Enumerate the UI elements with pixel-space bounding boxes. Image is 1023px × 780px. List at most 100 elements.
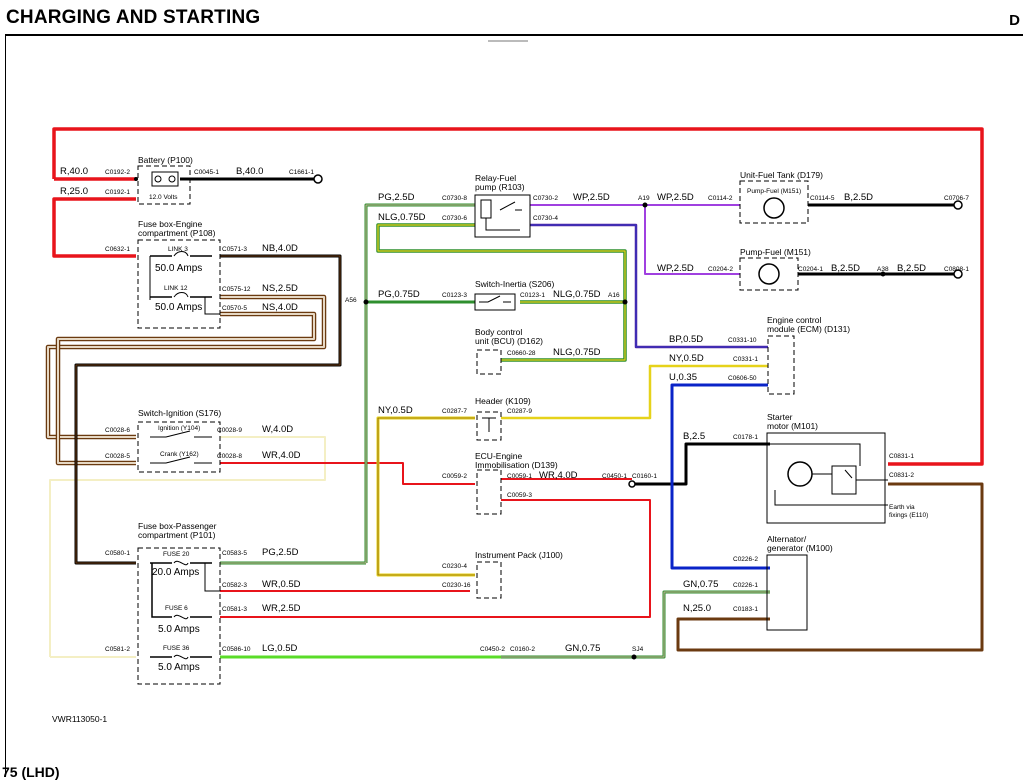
wl-ny05-hdr: NY,0.5D bbox=[378, 405, 413, 416]
fusebox-pass-name-1: Fuse box-Passenger bbox=[138, 521, 217, 531]
conn-c0192-1: C0192-1 bbox=[105, 189, 130, 196]
wire-nlg075-relay-y bbox=[377, 224, 626, 303]
wire-ny05-hdr bbox=[376, 416, 475, 577]
wl-nlg075-relay: NLG,0.75D bbox=[378, 212, 426, 223]
wl-pg25-relay: PG,2.5D bbox=[378, 192, 415, 203]
conn-c0583-5: C0583-5 bbox=[222, 550, 247, 557]
conn-c0114-5: C0114-5 bbox=[810, 195, 835, 202]
pump-fuel-name: Pump-Fuel (M151) bbox=[740, 247, 811, 257]
wire-nlg075-bcu-y bbox=[501, 302, 626, 361]
ecu-immob-name-1: ECU-Engine bbox=[475, 451, 523, 461]
instrument-pack-name: Instrument Pack (J100) bbox=[475, 550, 563, 560]
wl-pg25-fb: PG,2.5D bbox=[262, 547, 299, 558]
wire-red-outer bbox=[52, 127, 984, 466]
relay-name-2: pump (R103) bbox=[475, 182, 525, 192]
conn-c0160-2: C0160-2 bbox=[510, 646, 535, 653]
conn-c0582-3: C0582-3 bbox=[222, 582, 247, 589]
conn-c0581-2: C0581-2 bbox=[105, 646, 130, 653]
wl-b40: B,40.0 bbox=[236, 166, 263, 177]
conn-c0570-5: C0570-5 bbox=[222, 305, 247, 312]
wl-wp25-b: WP,2.5D bbox=[657, 192, 694, 203]
fusebox-engine-name-2: compartment (P108) bbox=[138, 228, 216, 238]
wl-n25: N,25.0 bbox=[683, 603, 711, 614]
terminal-rings bbox=[313, 174, 963, 488]
starter-earth-1: Earth via bbox=[889, 504, 915, 511]
battery-block: Battery (P100) 12.0 Volts bbox=[137, 155, 193, 205]
wl-wr05: WR,0.5D bbox=[262, 579, 301, 590]
wl-wr4-ecu: WR,4.0D bbox=[539, 470, 578, 481]
page-header: CHARGING AND STARTING D bbox=[0, 0, 1023, 42]
conn-a16: A16 bbox=[608, 292, 620, 299]
conn-c0059-3: C0059-3 bbox=[507, 492, 532, 499]
starter-earth-2: fixings (E110) bbox=[889, 512, 928, 519]
conn-a56: A56 bbox=[345, 297, 357, 304]
conn-c0114-2: C0114-2 bbox=[708, 195, 733, 202]
conn-c0706-7: C0706-7 bbox=[944, 195, 969, 202]
wire-nb4-brown bbox=[75, 255, 341, 564]
relay-fuel-block: Relay-Fuel pump (R103) bbox=[474, 173, 531, 238]
fuel-tank-block: Unit-Fuel Tank (D179) Pump-Fuel (M151) bbox=[739, 170, 823, 224]
wl-b25-st: B,2.5 bbox=[683, 431, 705, 442]
wl-nb4: NB,4.0D bbox=[262, 243, 298, 254]
conn-c0123-1: C0123-1 bbox=[520, 292, 545, 299]
conn-c0028-6: C0028-6 bbox=[105, 427, 130, 434]
page-footer: 75 (LHD) bbox=[2, 764, 60, 780]
conn-c0160-1: C0160-1 bbox=[632, 473, 657, 480]
wl-lg05: LG,0.5D bbox=[262, 643, 298, 654]
conn-c0045-1: C0045-1 bbox=[194, 169, 219, 176]
conn-c0606-50: C0606-50 bbox=[728, 375, 757, 382]
wire-r25 bbox=[52, 197, 136, 258]
conn-c0331-10: C0331-10 bbox=[728, 337, 757, 344]
conn-sj4: SJ4 bbox=[632, 646, 644, 653]
fuse20-label: FUSE 20 bbox=[163, 551, 190, 558]
conn-a38: A38 bbox=[877, 266, 889, 273]
page-letter: D bbox=[1009, 12, 1020, 29]
conn-c0230-16: C0230-16 bbox=[442, 582, 471, 589]
header-dash bbox=[488, 40, 528, 42]
conn-c0450-1: C0450-1 bbox=[602, 473, 627, 480]
wl-b25-tank: B,2.5D bbox=[844, 192, 873, 203]
bcu-name-2: unit (BCU) (D162) bbox=[475, 336, 543, 346]
switch-inertia-block: Switch-Inertia (S206) bbox=[474, 279, 555, 311]
wl-r40: R,40.0 bbox=[60, 166, 88, 177]
conn-c0028-8: C0028-8 bbox=[217, 453, 242, 460]
connector-labels: C0192-2 C0192-1 C0045-1 C1661-1 C0632-1 … bbox=[105, 169, 969, 653]
wire-wr4 bbox=[220, 462, 475, 485]
wl-ns25: NS,2.5D bbox=[262, 283, 298, 294]
wl-bp05: BP,0.5D bbox=[669, 334, 703, 345]
splice-points bbox=[134, 177, 886, 660]
conn-c0571-3: C0571-3 bbox=[222, 246, 247, 253]
switch-inertia-name: Switch-Inertia (S206) bbox=[475, 279, 555, 289]
drawing-ref: VWR113050-1 bbox=[52, 714, 107, 724]
conn-c0204-2: C0204-2 bbox=[708, 266, 733, 273]
wire-gn075-tan bbox=[501, 591, 770, 658]
fuse36-label: FUSE 36 bbox=[163, 645, 190, 652]
wire-n25 bbox=[676, 482, 984, 652]
conn-c0575-12: C0575-12 bbox=[222, 286, 251, 293]
starter-name-2: motor (M101) bbox=[767, 421, 818, 431]
fuse6-amps: 5.0 Amps bbox=[158, 624, 200, 635]
wire-wp25-c bbox=[644, 205, 740, 275]
conn-c0831-1: C0831-1 bbox=[889, 453, 914, 460]
conn-c0632-1: C0632-1 bbox=[105, 246, 130, 253]
link12-label: LINK 12 bbox=[164, 285, 188, 292]
wire-pale-ignition-loop bbox=[49, 436, 326, 657]
ecu-immob-name-2: Immobilisation (D139) bbox=[475, 460, 558, 470]
conn-c0730-4: C0730-4 bbox=[533, 215, 558, 222]
conn-c0450-2: C0450-2 bbox=[480, 646, 505, 653]
wl-pg075: PG,0.75D bbox=[378, 289, 420, 300]
conn-c0059-1: C0059-1 bbox=[507, 473, 532, 480]
pump-fuel-block: Pump-Fuel (M151) bbox=[739, 247, 811, 291]
wl-gn075-alt: GN,0.75 bbox=[683, 579, 718, 590]
wl-b25-pump: B,2.5D bbox=[831, 263, 860, 274]
conn-c0287-7: C0287-7 bbox=[442, 408, 467, 415]
wl-r25: R,25.0 bbox=[60, 186, 88, 197]
wl-wr4: WR,4.0D bbox=[262, 450, 301, 461]
wl-gn075-sj: GN,0.75 bbox=[565, 643, 600, 654]
conn-c0580-1: C0580-1 bbox=[105, 550, 130, 557]
conn-c0331-1: C0331-1 bbox=[733, 356, 758, 363]
conn-c0230-4: C0230-4 bbox=[442, 563, 467, 570]
conn-c0730-2: C0730-2 bbox=[533, 195, 558, 202]
wl-ny05-ecm: NY,0.5D bbox=[669, 353, 704, 364]
ecm-block: Engine control module (ECM) (D131) bbox=[767, 315, 850, 395]
